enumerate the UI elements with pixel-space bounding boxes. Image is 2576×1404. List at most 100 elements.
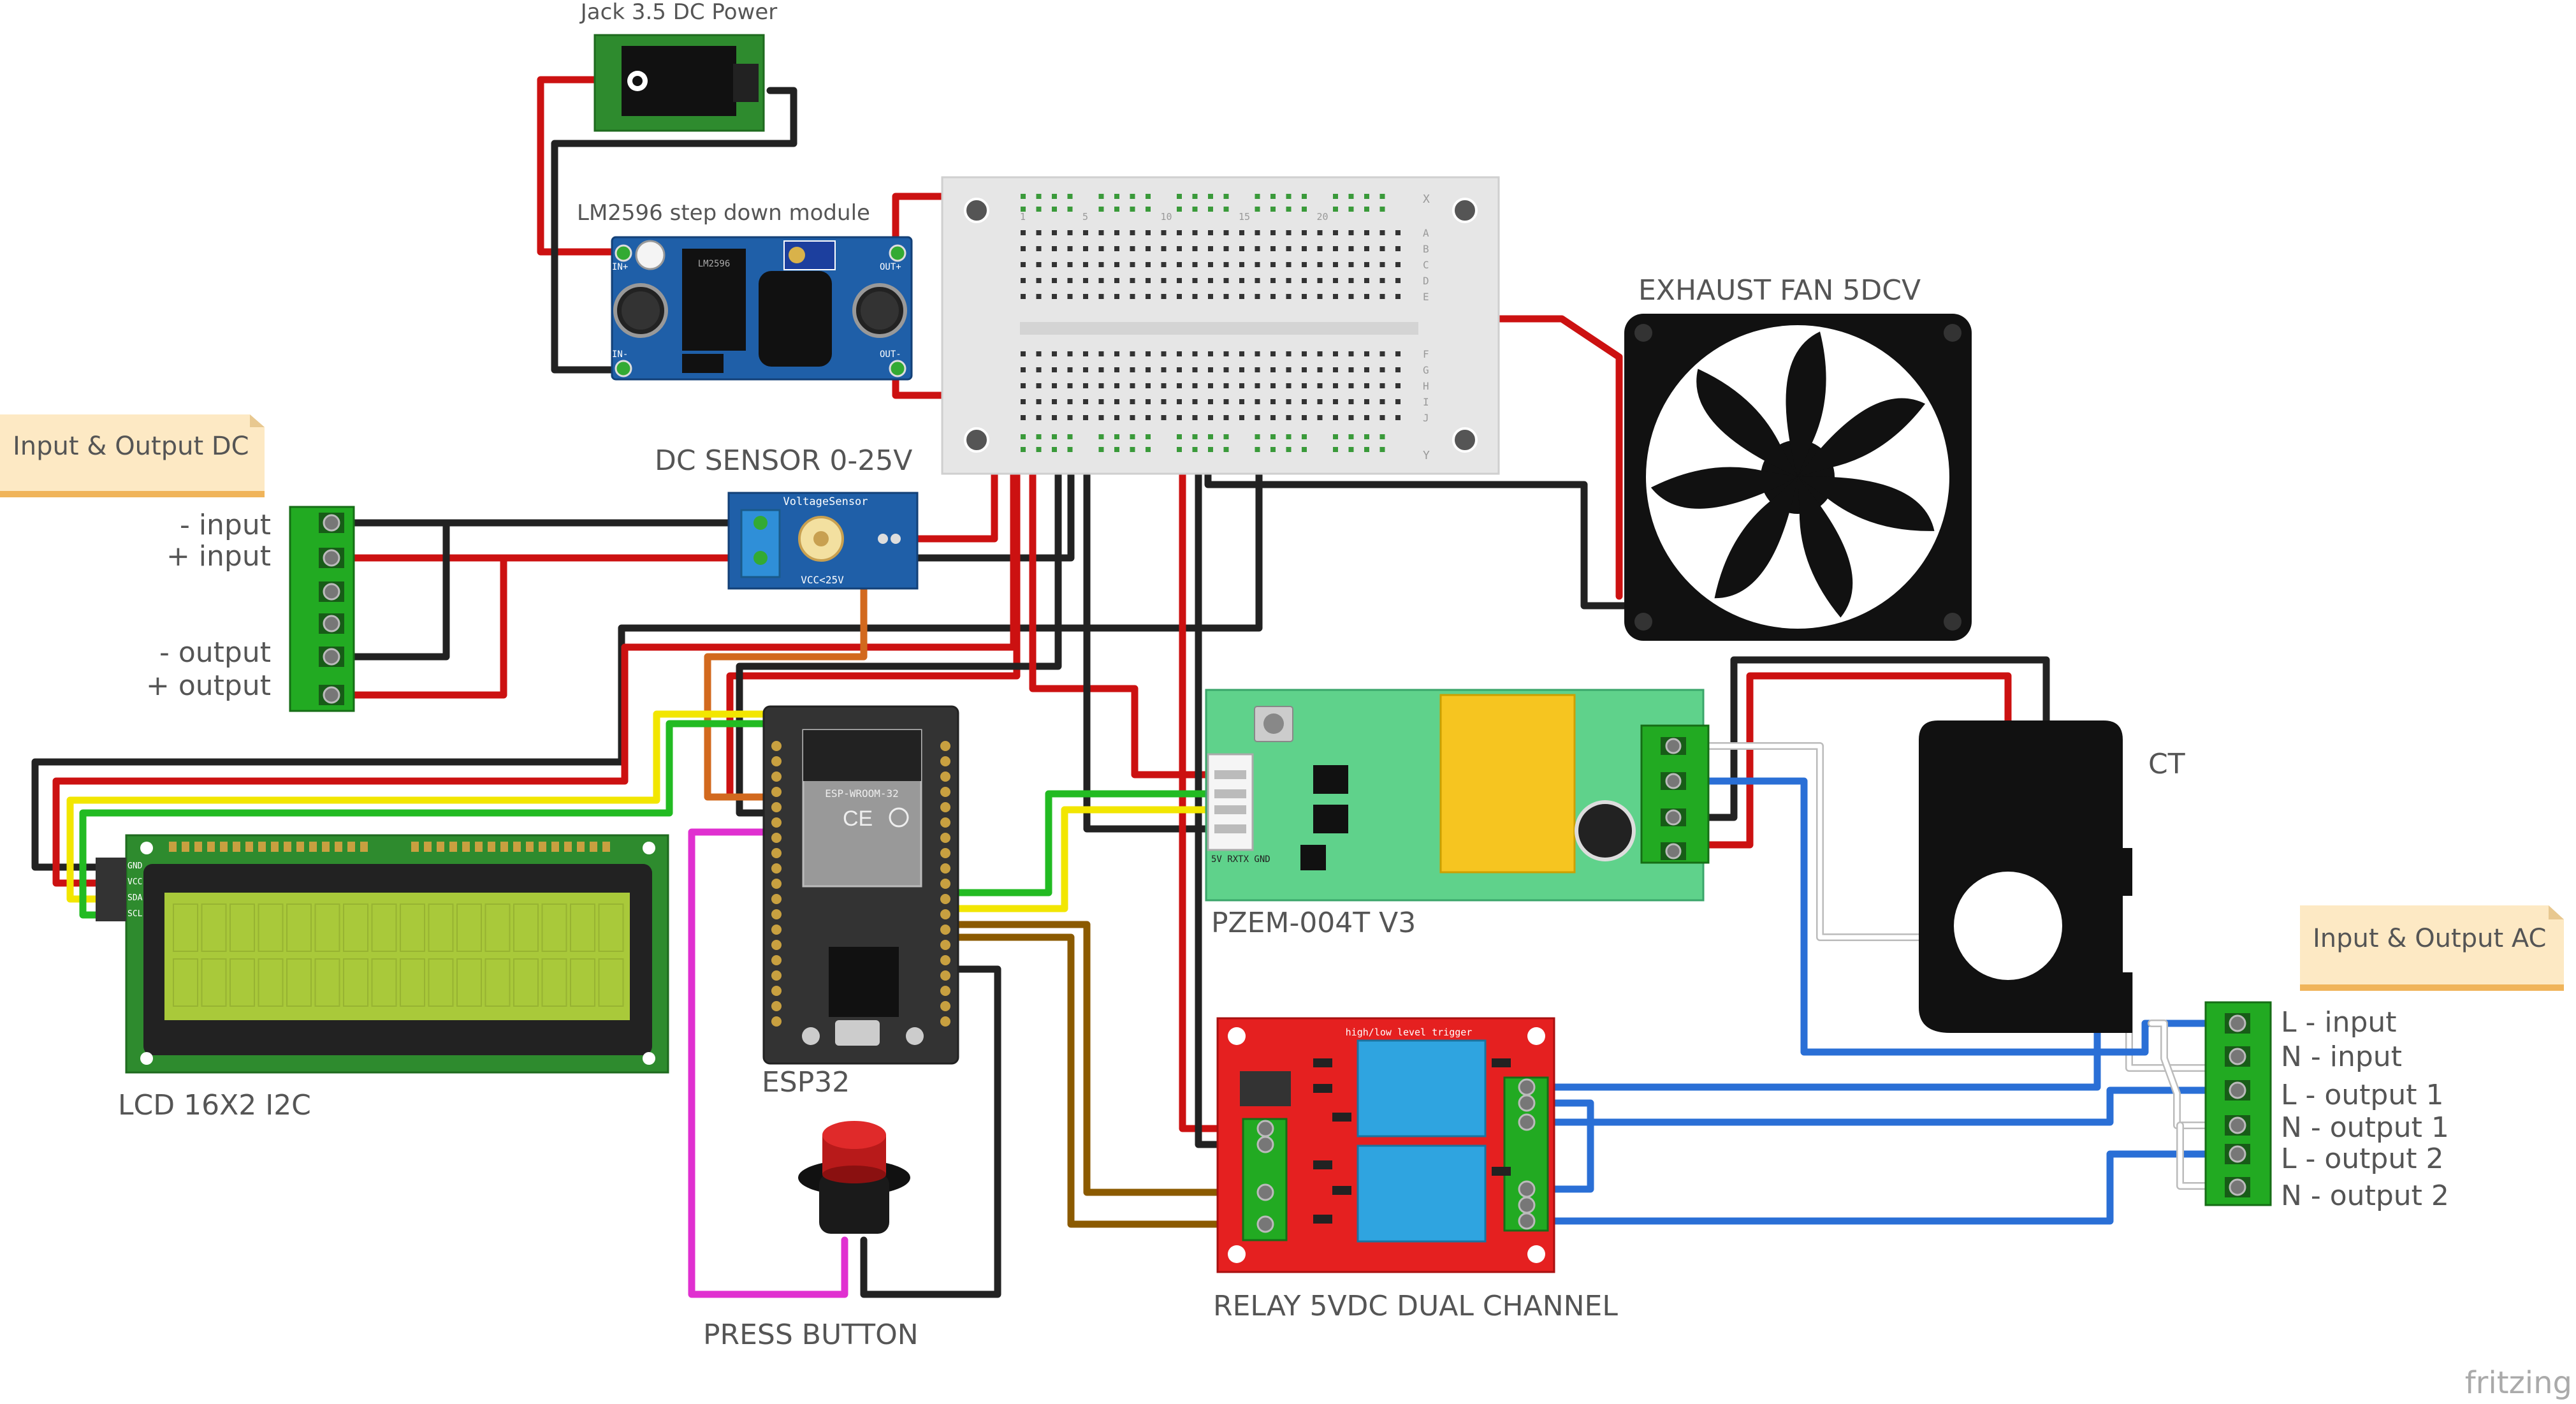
fritzing-logo: fritzing	[2465, 1365, 2572, 1401]
lcd-cell	[173, 903, 198, 952]
breadboard-rail-hole	[1021, 194, 1026, 199]
ac-screw	[2229, 1116, 2246, 1134]
breadboard-hole	[1192, 262, 1198, 267]
breadboard-hole	[1052, 383, 1057, 388]
breadboard-hole	[1270, 278, 1276, 283]
wire-yellow	[940, 806, 1215, 912]
dc-terminal-label: - input	[180, 509, 271, 541]
esp32-pin	[940, 817, 950, 828]
breadboard-row-label: B	[1423, 243, 1429, 255]
lcd-cell	[201, 903, 227, 952]
breadboard-rail-hole	[1348, 434, 1354, 439]
breadboard-hole	[1146, 294, 1151, 299]
lcd-cell	[598, 958, 624, 1007]
relay-silk: high/low level trigger	[1346, 1027, 1473, 1038]
breadboard-hole	[1317, 415, 1323, 420]
breadboard-hole	[1270, 367, 1276, 372]
breadboard-rail-hole	[1192, 434, 1198, 439]
esp32-pin	[771, 909, 782, 919]
relay-input-screw	[1256, 1136, 1274, 1153]
lcd-header-pad	[564, 842, 572, 852]
lm2596-label: LM2596 step down module	[577, 200, 870, 226]
breadboard-rail-hole	[1255, 194, 1260, 199]
lcd-header-pad	[309, 842, 317, 852]
breadboard-hole	[1333, 351, 1338, 356]
breadboard-hole	[1302, 230, 1307, 235]
breadboard-hole	[1302, 294, 1307, 299]
lm-out-plus: OUT+	[880, 262, 901, 272]
breadboard-rail-hole	[1302, 434, 1307, 439]
wire-red	[344, 554, 507, 699]
breadboard-rail-hole	[1052, 434, 1057, 439]
esp32-pin	[771, 925, 782, 935]
lcd-cell	[400, 903, 425, 952]
relay-screws	[1256, 1078, 1536, 1233]
esp32-pin	[940, 879, 950, 889]
breadboard-row-label: E	[1423, 291, 1429, 303]
breadboard-hole	[1348, 367, 1354, 372]
lcd-header-pad	[233, 842, 240, 852]
lcd-cell	[314, 958, 340, 1007]
relay-smd-part	[1313, 1084, 1332, 1093]
ct-sensor	[1919, 720, 2148, 1033]
breadboard-hole	[1114, 415, 1119, 420]
breadboard-hole	[1333, 383, 1338, 388]
lcd-cell	[570, 903, 595, 952]
pzem-pin-labels: 5V RXTX GND	[1211, 854, 1270, 865]
breadboard-hole	[1239, 294, 1244, 299]
breadboard-hole	[1333, 230, 1338, 235]
lcd-cell	[258, 958, 284, 1007]
breadboard-hole	[1255, 262, 1260, 267]
breadboard-hole	[1395, 399, 1401, 404]
breadboard-hole	[1333, 399, 1338, 404]
breadboard-rail-hole	[1379, 194, 1385, 199]
breadboard-hole	[1192, 399, 1198, 404]
breadboard-hole	[1098, 383, 1104, 388]
breadboard-hole	[1379, 230, 1385, 235]
breadboard-hole	[1255, 230, 1260, 235]
breadboard-rail-hole	[1208, 434, 1213, 439]
press-label: PRESS BUTTON	[703, 1319, 919, 1351]
breadboard-hole	[1379, 294, 1385, 299]
breadboard-hole	[1192, 415, 1198, 420]
esp32-pin	[771, 771, 782, 782]
breadboard-col-label: 10	[1161, 211, 1172, 223]
breadboard-hole	[1333, 246, 1338, 251]
breadboard-hole	[1146, 415, 1151, 420]
lcd-pin-gnd: GND	[127, 861, 143, 871]
breadboard-hole	[1130, 367, 1135, 372]
breadboard-hole	[1083, 383, 1088, 388]
breadboard-hole	[1317, 230, 1323, 235]
breadboard-hole	[1364, 230, 1369, 235]
pzem-screw	[1665, 773, 1682, 789]
breadboard-row-label: I	[1423, 396, 1429, 408]
breadboard-hole	[1379, 246, 1385, 251]
breadboard-rail-hole	[1098, 434, 1104, 439]
lcd-label: LCD 16X2 I2C	[118, 1089, 311, 1122]
breadboard-hole	[1239, 399, 1244, 404]
wire-magenta	[688, 828, 848, 1298]
breadboard-hole	[1255, 399, 1260, 404]
lcd-cell	[541, 958, 567, 1007]
ac-callout-title: Input & Output AC	[2313, 924, 2546, 953]
breadboard-hole	[1192, 367, 1198, 372]
esp32-pin	[771, 787, 782, 797]
dc-sensor-silk2: VCC<25V	[801, 574, 844, 586]
bb-label-x: X	[1423, 193, 1430, 206]
breadboard-hole	[1317, 399, 1323, 404]
breadboard-hole	[1255, 367, 1260, 372]
breadboard-hole	[1192, 294, 1198, 299]
breadboard-hole	[1130, 383, 1135, 388]
breadboard-hole	[1333, 367, 1338, 372]
esp32-pin	[940, 894, 950, 904]
esp32-pin	[771, 756, 782, 766]
fan-blade	[1798, 476, 1935, 531]
breadboard-hole	[1036, 246, 1042, 251]
esp32-pin	[771, 894, 782, 904]
lcd-header-pad	[284, 842, 291, 852]
breadboard-hole	[1208, 367, 1213, 372]
breadboard-hole	[1192, 383, 1198, 388]
relay-smd-part	[1492, 1167, 1511, 1176]
breadboard-hole	[1146, 246, 1151, 251]
esp32-pin	[940, 940, 950, 950]
